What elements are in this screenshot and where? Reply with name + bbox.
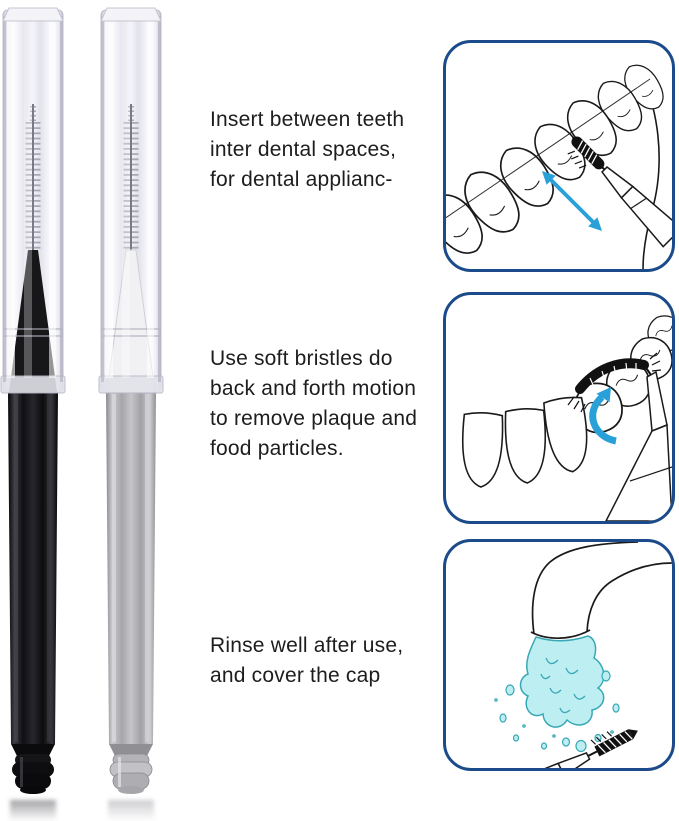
interdental-brush-icon (567, 136, 672, 248)
rinse-brush-under-tap-icon (494, 542, 672, 768)
instruction-text-line: food particles. (210, 437, 344, 460)
illustration-panel-motion (443, 292, 675, 524)
instruction-step-1: Insert between teeth inter dental spaces… (210, 105, 450, 195)
instruction-text-line: to remove plaque and (210, 407, 418, 430)
brush-inserted-between-teeth-icon (446, 57, 672, 269)
instruction-text-line: for dental applianc- (210, 168, 393, 191)
water-stream-icon (494, 635, 620, 753)
brush-head-icon (567, 352, 662, 413)
double-arrow-icon (542, 171, 602, 231)
instruction-text-line: back and forth motion (210, 377, 417, 400)
brush-reflection (10, 800, 56, 821)
faucet-icon (530, 542, 672, 639)
brush-handle (8, 392, 58, 794)
curved-arrow-icon (589, 387, 617, 445)
instruction-step-3: Rinse well after use, and cover the cap (210, 631, 450, 691)
instruction-text-line: Use soft bristles do (210, 347, 393, 370)
instruction-text-line: inter dental spaces, (210, 138, 397, 161)
brushes-photo-svg (0, 7, 164, 821)
clear-cap (98, 7, 164, 394)
handle-icon (605, 364, 672, 521)
clear-cap (0, 7, 66, 394)
instruction-step-2: Use soft bristles do back and forth moti… (210, 344, 450, 464)
water-droplets (494, 670, 620, 753)
interdental-brush-icon (496, 729, 638, 768)
instruction-text-line: Rinse well after use, (210, 634, 404, 657)
product-photo (0, 0, 200, 821)
instruction-text-line: Insert between teeth (210, 108, 405, 131)
illustration-panel-rinse (443, 539, 675, 771)
gray-interdental-brush (98, 7, 164, 821)
brush-neck-cone (9, 250, 57, 392)
black-interdental-brush (0, 7, 66, 821)
teeth-row (446, 57, 672, 264)
instruction-text-line: and cover the cap (210, 664, 381, 687)
brush-back-and-forth-on-teeth-icon (460, 308, 672, 521)
brush-handle (106, 392, 156, 794)
illustration-panel-insert (443, 40, 675, 272)
brush-reflection (108, 800, 154, 821)
